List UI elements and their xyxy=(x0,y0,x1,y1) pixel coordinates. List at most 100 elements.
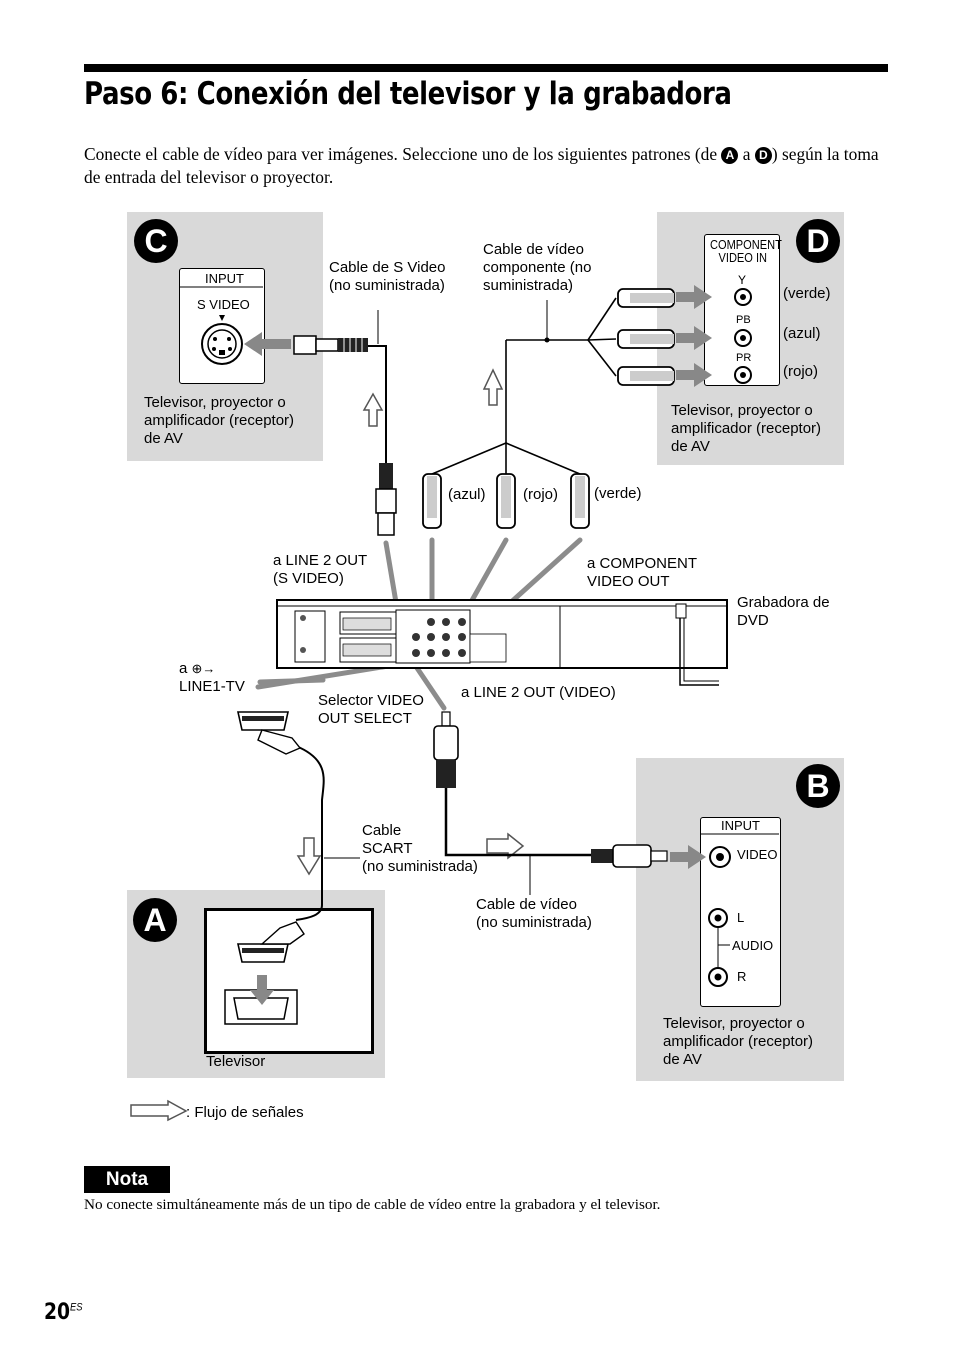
label-line: Cable de vídeo xyxy=(476,896,577,913)
page-number-value: 20 xyxy=(44,1300,71,1325)
scart-symbol-icon: ⊕→ xyxy=(191,661,216,676)
video-audio-jacks xyxy=(708,846,731,987)
pattern-a-badge: A xyxy=(133,898,177,942)
d-color-blue: (azul) xyxy=(783,325,821,342)
label-line: SCART xyxy=(362,840,413,857)
d-port-pb: PB xyxy=(736,314,751,326)
component-plugs-horizontal xyxy=(617,288,675,386)
pattern-d-badge: D xyxy=(796,219,840,263)
d-color-green: (verde) xyxy=(783,285,831,302)
component-cable-label: Cable de vídeo componente (no suministra… xyxy=(483,241,591,295)
intro-text-1: Conecte el cable de vídeo para ver imáge… xyxy=(84,144,722,164)
svideo-cable-label: Cable de S Video (no suministrada) xyxy=(329,259,445,295)
pattern-d-marker: D xyxy=(754,147,772,164)
line1-label: a ⊕→ LINE1-TV xyxy=(179,660,245,696)
svideo-cable-line xyxy=(366,345,387,465)
c-caption-line: de AV xyxy=(144,430,183,447)
svideo-plug-vertical xyxy=(375,463,397,536)
component-input-box xyxy=(704,234,780,386)
legend-signal-flow: : Flujo de señales xyxy=(186,1104,304,1121)
label-line: Cable de vídeo xyxy=(483,241,584,258)
d-caption-line: de AV xyxy=(671,438,710,455)
recorder-label: Grabadora de DVD xyxy=(737,594,830,630)
d-box-title-line: VIDEO IN xyxy=(718,250,768,265)
c-svideo-label: S VIDEO xyxy=(197,297,250,312)
d-caption: Televisor, proyector o amplificador (rec… xyxy=(671,402,821,456)
scart-plug-top xyxy=(237,711,302,755)
d-caption-line: amplificador (receptor) xyxy=(671,420,822,437)
b-caption: Televisor, proyector o amplificador (rec… xyxy=(663,1015,813,1069)
component-plugs-vertical xyxy=(422,473,590,529)
label-line: Cable de S Video xyxy=(329,259,446,276)
intro-text-mid: a xyxy=(738,144,755,164)
c-caption-line: Televisor, proyector o xyxy=(144,394,286,411)
b-video-label: VIDEO xyxy=(737,847,778,862)
label-line: a xyxy=(179,660,188,677)
label-line: Selector VIDEO xyxy=(318,692,424,709)
c-input-label: INPUT xyxy=(205,271,244,286)
note-text: No conecte simultáneamente más de un tip… xyxy=(84,1196,661,1213)
scart-cable-line xyxy=(295,745,325,921)
video-cable-line xyxy=(444,788,595,857)
b-input-label: INPUT xyxy=(721,818,760,833)
label-line: (no suministrada) xyxy=(329,277,445,294)
intro-paragraph: Conecte el cable de vídeo para ver imáge… xyxy=(84,143,890,189)
page-number: 20ES xyxy=(44,1300,83,1325)
component-jacks xyxy=(734,288,752,384)
page-title: Paso 6: Conexión del televisor y la grab… xyxy=(84,76,732,112)
line2-video-label: a LINE 2 OUT (VIDEO) xyxy=(461,684,616,701)
label-line: (no suministrada) xyxy=(362,858,478,875)
line2-svideo-label: a LINE 2 OUT (S VIDEO) xyxy=(273,552,367,588)
label-line: (S VIDEO) xyxy=(273,570,344,587)
insertion-arrows xyxy=(244,285,712,1005)
video-plug-vertical xyxy=(433,711,459,788)
d-caption-line: Televisor, proyector o xyxy=(671,402,813,419)
c-caption-line: amplificador (receptor) xyxy=(144,412,295,429)
component-out-label: a COMPONENT VIDEO OUT xyxy=(587,555,697,591)
dvd-recorder xyxy=(276,599,728,686)
b-caption-line: Televisor, proyector o xyxy=(663,1015,805,1032)
d-color-red: (rojo) xyxy=(783,363,819,380)
signal-flow-arrows xyxy=(130,368,525,1122)
selector-label: Selector VIDEO OUT SELECT xyxy=(318,692,424,728)
page-language: ES xyxy=(70,1301,83,1314)
label-line: (no suministrada) xyxy=(476,914,592,931)
c-caption: Televisor, proyector o amplificador (rec… xyxy=(144,394,294,448)
scart-cable-label: Cable SCART (no suministrada) xyxy=(362,822,478,876)
intro-text-2: ) según la toma de entrada del televisor… xyxy=(84,144,879,187)
label-line: VIDEO OUT xyxy=(587,573,670,590)
component-cable-lines xyxy=(431,297,617,475)
plug-color-green: (verde) xyxy=(594,485,642,502)
scart-plug-bottom xyxy=(237,921,305,963)
svideo-socket-icon xyxy=(201,315,243,365)
b-audio-label: AUDIO xyxy=(732,938,774,953)
label-line: a COMPONENT xyxy=(587,555,698,572)
label-line: a LINE 2 OUT xyxy=(273,552,368,569)
b-caption-line: de AV xyxy=(663,1051,702,1068)
title-rule xyxy=(84,64,888,72)
pattern-b-badge: B xyxy=(796,764,840,808)
label-line: DVD xyxy=(737,612,769,629)
pattern-a-marker: A xyxy=(721,147,739,164)
label-line: suministrada) xyxy=(483,277,574,294)
svideo-plug-horizontal xyxy=(293,335,368,355)
b-r-label: R xyxy=(737,969,747,984)
b-l-label: L xyxy=(737,910,745,925)
video-cable-label: Cable de vídeo (no suministrada) xyxy=(476,896,592,932)
note-heading: Nota xyxy=(84,1166,170,1193)
video-plug-horizontal xyxy=(591,844,668,868)
pattern-c-badge: C xyxy=(134,219,178,263)
d-box-title: COMPONENT VIDEO IN xyxy=(710,238,782,264)
b-caption-line: amplificador (receptor) xyxy=(663,1033,814,1050)
plug-color-blue: (azul) xyxy=(448,486,486,503)
label-line: Grabadora de xyxy=(737,594,830,611)
a-caption: Televisor xyxy=(206,1053,266,1070)
d-port-y: Y xyxy=(738,273,747,287)
d-port-pr: PR xyxy=(736,352,752,364)
label-line: componente (no xyxy=(483,259,592,276)
label-line: Cable xyxy=(362,822,402,839)
plug-color-red: (rojo) xyxy=(523,486,559,503)
label-line: LINE1-TV xyxy=(179,678,245,695)
d-box-title-line: COMPONENT xyxy=(710,237,782,252)
